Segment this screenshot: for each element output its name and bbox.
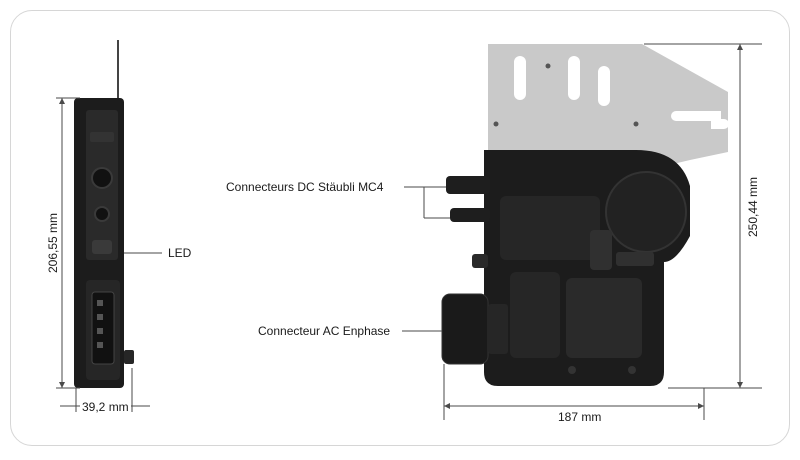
led-label: LED (168, 246, 192, 260)
front-height-label: 250,44 mm (746, 176, 760, 238)
dc-connectors-label: Connecteurs DC Stäubli MC4 (226, 180, 384, 194)
dc-connector-1 (446, 176, 490, 194)
side-dimension-lines (56, 97, 162, 412)
front-dimension-lines (443, 43, 762, 420)
front-view-device (441, 44, 729, 386)
ac-connector-label: Connecteur AC Enphase (258, 324, 391, 338)
side-width-label: 39,2 mm (80, 400, 131, 414)
side-height-label: 206,55 mm (46, 212, 60, 274)
dc-connector-2 (450, 208, 490, 222)
led-indicator (92, 240, 112, 254)
round-housing (605, 171, 687, 253)
front-width-label: 187 mm (558, 410, 602, 424)
front-annotation-lines (402, 186, 450, 332)
side-view-device (74, 40, 134, 388)
ac-connector (441, 293, 489, 365)
